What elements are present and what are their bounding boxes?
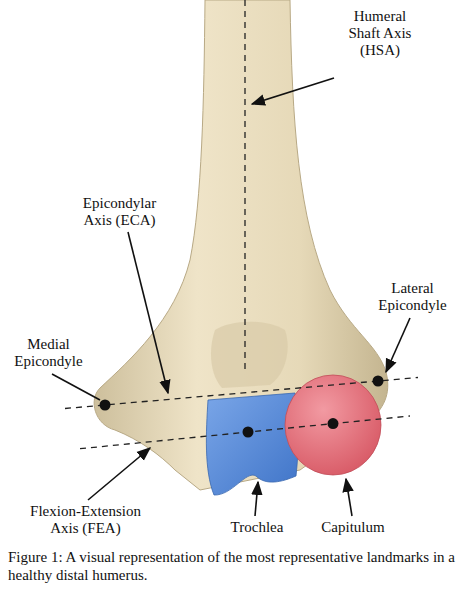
landmark-dot [100, 400, 111, 411]
olecranon-fossa-shade [211, 322, 288, 388]
part-label: Epicondylar Axis (ECA) [72, 195, 167, 229]
landmark-dot [243, 427, 254, 438]
figure-caption: Figure 1: A visual representation of the… [8, 548, 466, 584]
leader-arrow [88, 448, 150, 500]
hsa-axis [244, 0, 245, 372]
leader-arrow [255, 482, 258, 516]
part-label: Capitulum [308, 519, 398, 536]
trochlea-surface [206, 393, 298, 495]
part-label: Lateral Epicondyle [370, 280, 455, 314]
part-label: Flexion-Extension Axis (FEA) [18, 503, 153, 537]
landmark-dot [373, 376, 384, 387]
leader-arrow [346, 479, 352, 516]
part-label: Trochlea [212, 519, 302, 536]
leader-arrow [252, 78, 334, 104]
eca-axis [65, 378, 418, 409]
part-label: Humeral Shaft Axis (HSA) [340, 8, 420, 59]
fea-axis [80, 416, 410, 449]
leader-line [52, 374, 100, 400]
leader-arrow [128, 232, 168, 393]
capitulum-surface [285, 375, 381, 475]
part-label: Medial Epicondyle [6, 336, 91, 370]
landmark-dot [328, 418, 339, 429]
leader-arrow [386, 318, 410, 372]
